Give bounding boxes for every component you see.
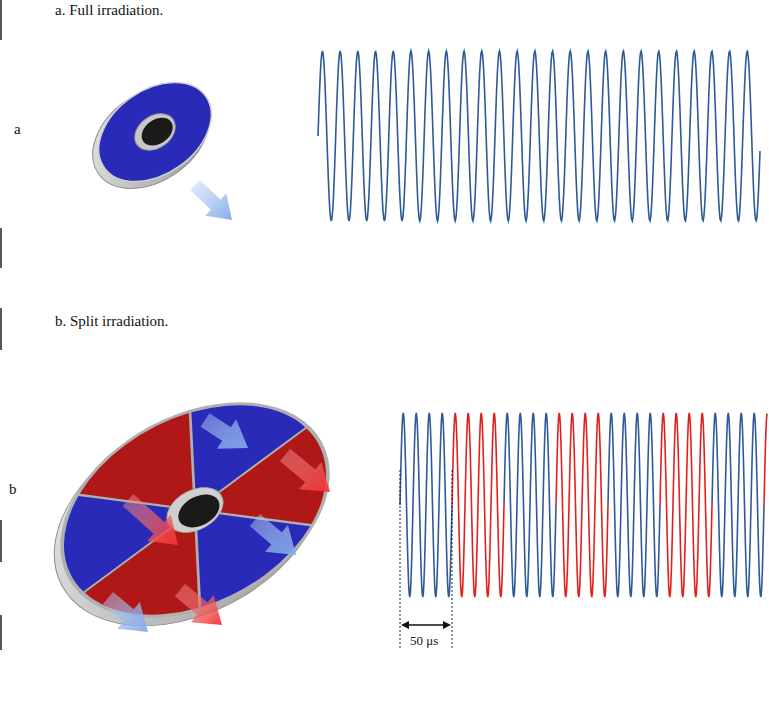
panel-letter: a xyxy=(14,121,21,138)
emission-arrow xyxy=(201,413,248,448)
frame-tick xyxy=(0,0,2,650)
panel-letter: b xyxy=(9,481,17,498)
sine-segment xyxy=(608,413,660,597)
time-label: 50 μs xyxy=(410,634,438,648)
emission-arrow xyxy=(190,180,232,220)
emission-arrow xyxy=(250,514,296,555)
time-marker xyxy=(400,470,452,650)
emission-arrow xyxy=(280,449,330,492)
sine-segment xyxy=(556,413,608,597)
sine-segment xyxy=(764,414,767,505)
emission-arrow xyxy=(123,494,178,545)
sine-segment xyxy=(712,413,764,597)
emission-arrow xyxy=(103,592,148,632)
sine-segment xyxy=(660,413,712,597)
panel-caption: b. Split irradiation. xyxy=(55,313,168,330)
sine-segment xyxy=(452,413,504,597)
sine-segment xyxy=(504,413,556,597)
disc-split xyxy=(17,358,367,669)
signal-split xyxy=(400,413,767,597)
emission-arrow xyxy=(175,584,222,625)
sine-segment xyxy=(400,413,452,597)
signal-full xyxy=(318,51,760,221)
disc-full xyxy=(73,62,232,220)
sine-segment xyxy=(318,51,760,221)
panel-caption: a. Full irradiation. xyxy=(55,2,163,19)
